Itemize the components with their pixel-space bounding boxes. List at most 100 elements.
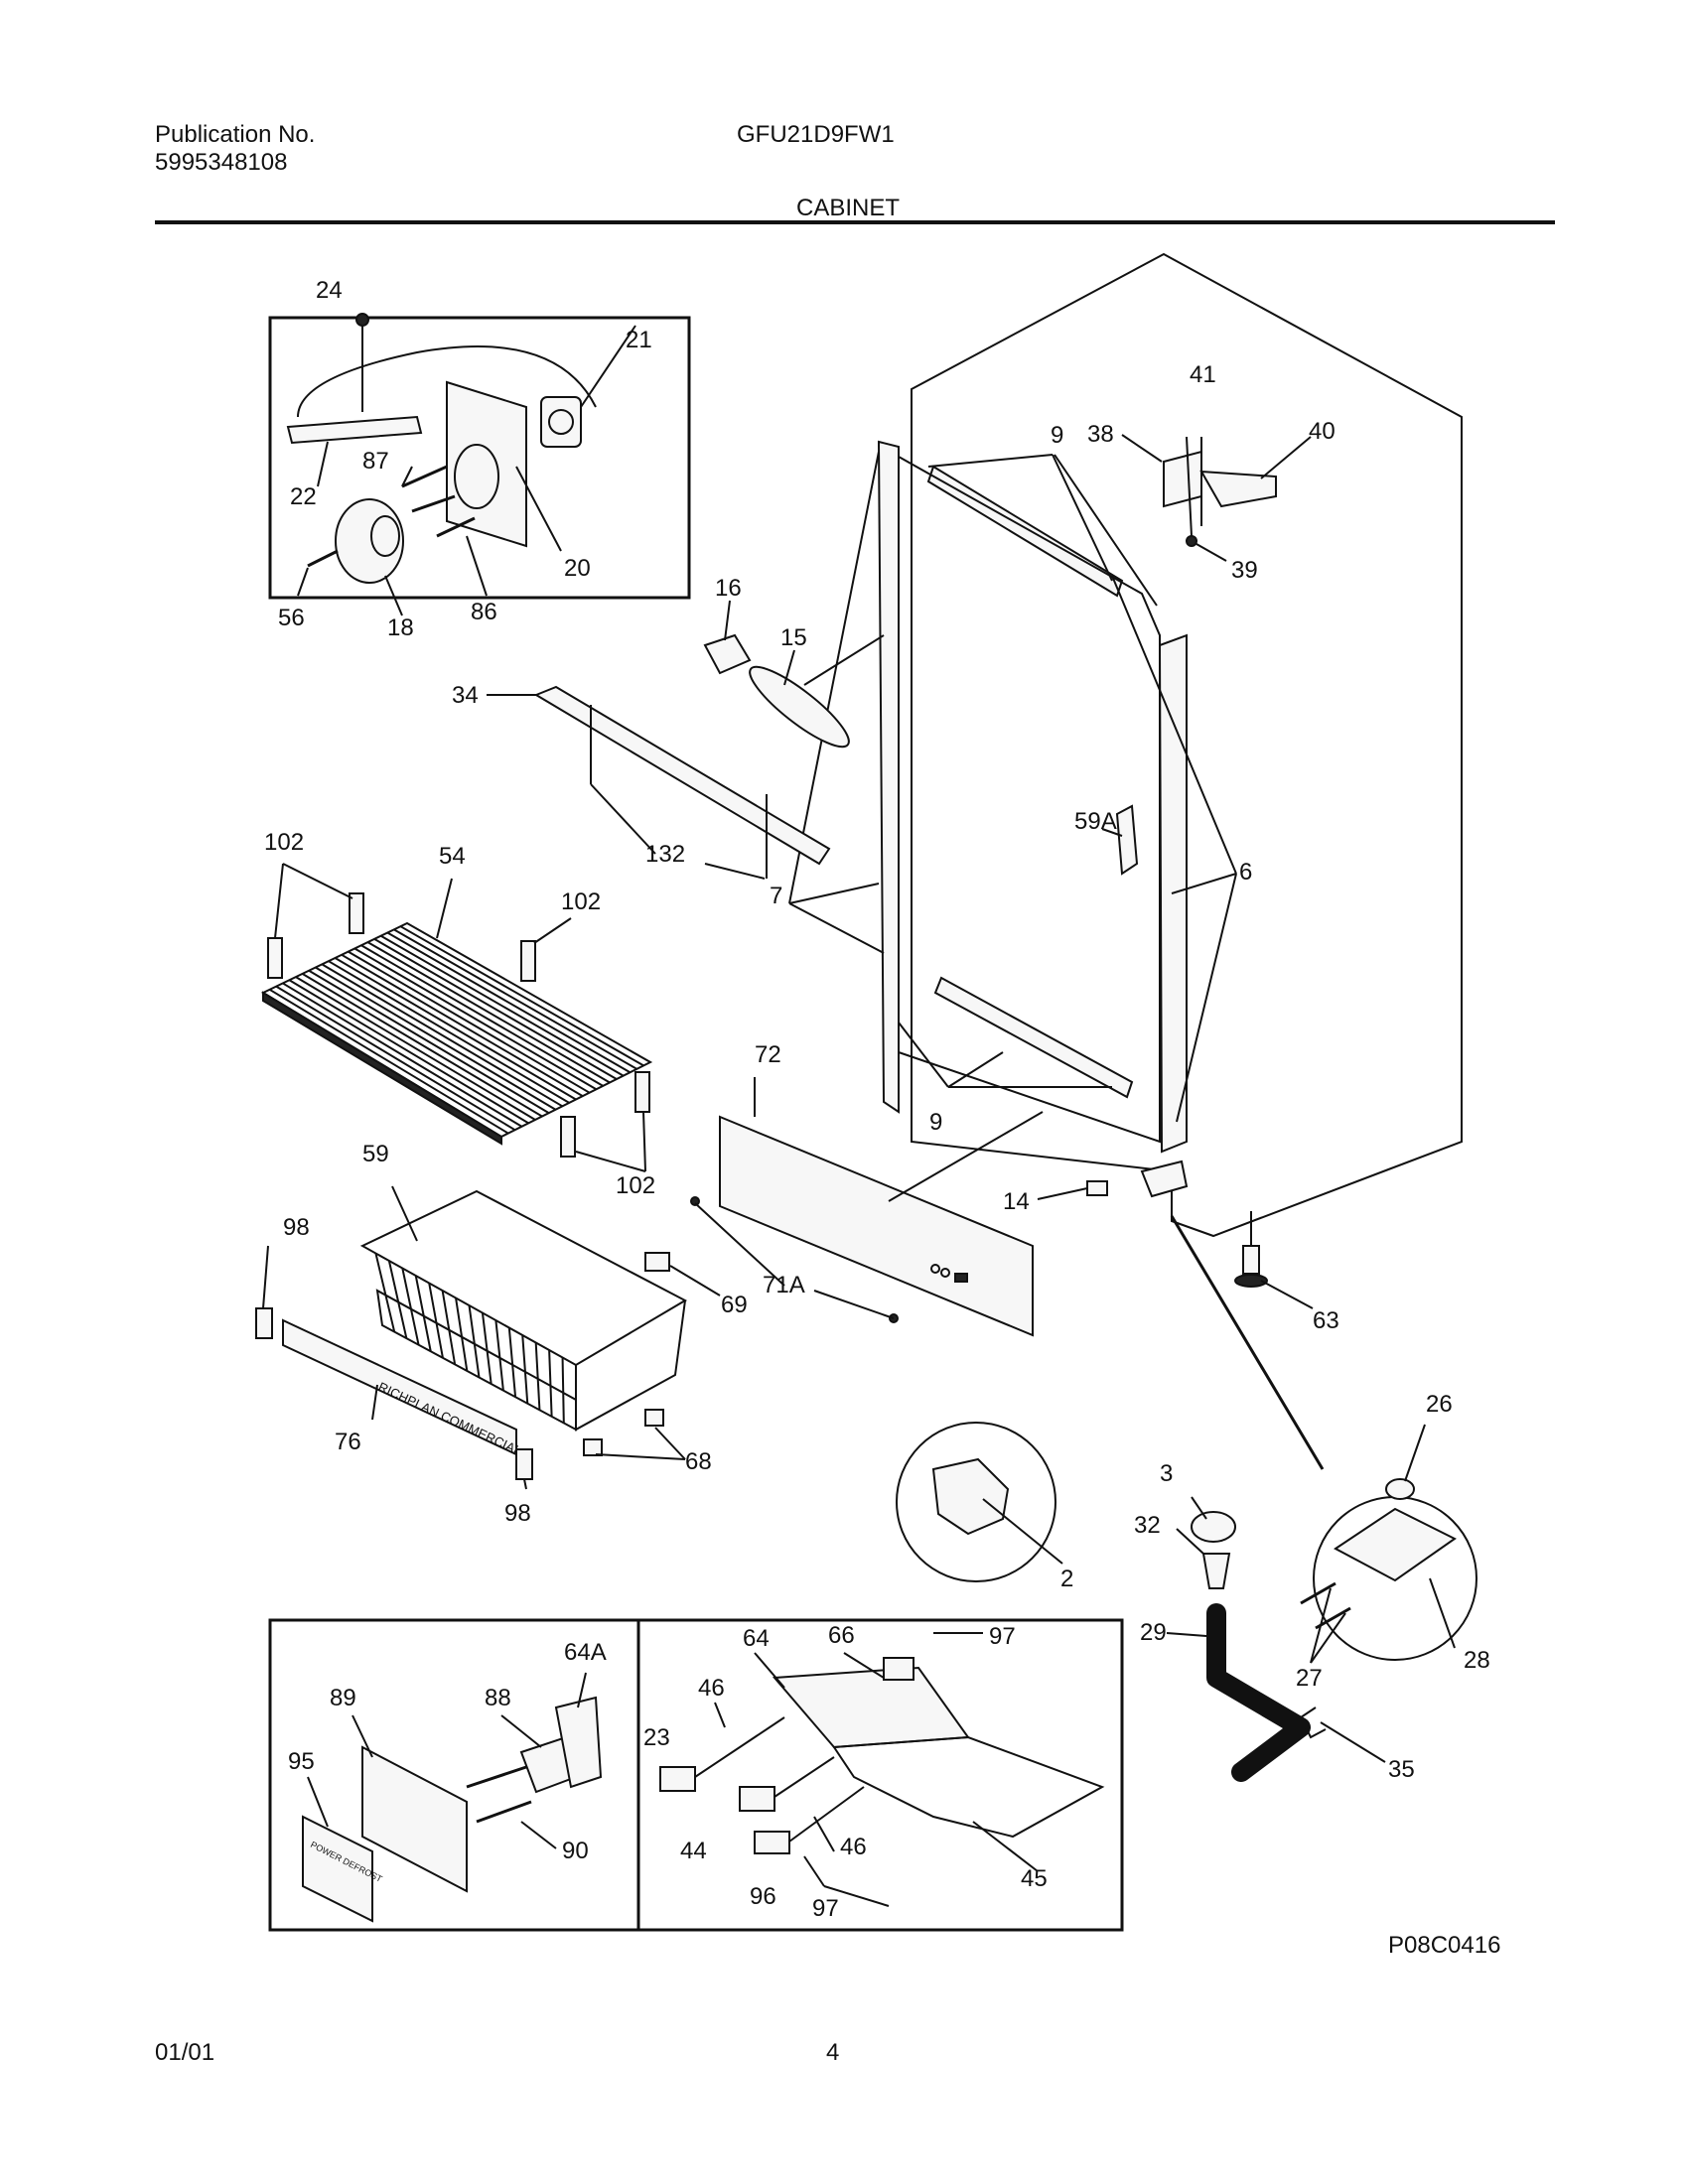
- callout-35: 35: [1388, 1756, 1415, 1783]
- page-number: 4: [826, 2039, 840, 2066]
- bottom-hinge: [1140, 1160, 1189, 1198]
- light-bulb: [749, 665, 850, 749]
- drain-assembly: [1166, 1496, 1386, 1782]
- left-breaker-strip: [877, 440, 900, 1114]
- callout-26: 26: [1426, 1391, 1453, 1418]
- sensor-bracket: [286, 415, 423, 445]
- callout-88: 88: [485, 1685, 511, 1711]
- thermostat: [540, 396, 582, 448]
- callout-2: 2: [1060, 1566, 1073, 1592]
- callout-96: 96: [750, 1883, 776, 1910]
- callout-21: 21: [626, 327, 652, 353]
- clip-59a: [1115, 804, 1139, 876]
- lock-key-shape: [931, 1457, 1010, 1536]
- callout-66: 66: [828, 1622, 855, 1649]
- callout-98-b: 98: [504, 1500, 531, 1527]
- basket-slide: [583, 1438, 603, 1456]
- callout-23: 23: [643, 1724, 670, 1751]
- callout-46-b: 46: [840, 1834, 867, 1860]
- bottom-inset-frame: [268, 1618, 1124, 1932]
- shelf-trim: [533, 685, 831, 866]
- callout-18: 18: [387, 614, 414, 641]
- callout-labels: 24 21 87 22 20 56 18 86 41 38 40 39 9 9 …: [264, 277, 1490, 1922]
- callout-54: 54: [439, 843, 466, 870]
- callout-16: 16: [715, 575, 742, 602]
- basket-handle: [255, 1307, 273, 1339]
- screw-24: [355, 313, 369, 327]
- callout-87: 87: [362, 448, 389, 475]
- callout-69: 69: [721, 1292, 748, 1318]
- hinge-plate: [1199, 470, 1277, 508]
- callout-89: 89: [330, 1685, 356, 1711]
- callout-39: 39: [1231, 557, 1258, 584]
- callout-7: 7: [770, 883, 782, 909]
- callout-34: 34: [452, 682, 479, 709]
- top-breaker-strip: [926, 465, 1124, 598]
- callout-46-a: 46: [698, 1675, 725, 1702]
- callout-59a: 59A: [1074, 808, 1117, 835]
- publication-label: Publication No.: [155, 121, 316, 148]
- drain-tube: [1206, 1603, 1311, 1782]
- shelf-support: [520, 940, 536, 982]
- light-socket: [703, 633, 752, 675]
- switch-44: [739, 1786, 775, 1812]
- basket-slide: [644, 1252, 670, 1272]
- kickplate: [690, 1077, 1044, 1337]
- callout-15: 15: [780, 624, 807, 651]
- bottom-breaker-strip: [933, 976, 1134, 1099]
- switch-66: [883, 1657, 914, 1681]
- header-rule: [155, 220, 1555, 224]
- shelf-support: [349, 892, 364, 934]
- basket-handle: [515, 1448, 533, 1480]
- control-inset: [268, 313, 691, 616]
- callout-3: 3: [1160, 1460, 1173, 1487]
- callout-102-c: 102: [616, 1172, 655, 1199]
- callout-20: 20: [564, 555, 591, 582]
- callout-86: 86: [471, 599, 497, 625]
- callout-56: 56: [278, 605, 305, 631]
- footer-date: 01/01: [155, 2039, 215, 2066]
- cabinet-outline: [911, 252, 1463, 1238]
- callout-71a: 71A: [763, 1272, 805, 1298]
- callout-64a: 64A: [564, 1639, 607, 1666]
- model-number: GFU21D9FW1: [737, 121, 895, 148]
- switch-cover: [361, 1745, 468, 1893]
- callout-9-top: 9: [1051, 422, 1063, 449]
- callout-68: 68: [685, 1448, 712, 1475]
- callout-22: 22: [290, 483, 317, 510]
- callout-102-b: 102: [561, 888, 601, 915]
- callout-90: 90: [562, 1838, 589, 1864]
- switch-bracket: [554, 1696, 603, 1789]
- callout-6: 6: [1239, 859, 1252, 886]
- callout-102-a: 102: [264, 829, 304, 856]
- callout-97-a: 97: [989, 1623, 1016, 1650]
- callout-14: 14: [1003, 1188, 1030, 1215]
- callout-29: 29: [1140, 1619, 1167, 1646]
- sensor-wire: [297, 345, 597, 418]
- callout-40: 40: [1309, 418, 1336, 445]
- control-bracket: [446, 380, 527, 548]
- callout-132: 132: [645, 841, 685, 868]
- callout-32: 32: [1134, 1512, 1161, 1539]
- cabinet-shell: [788, 252, 1463, 1470]
- callout-9-bottom: 9: [929, 1109, 942, 1136]
- switch-housing: [772, 1666, 970, 1749]
- callout-76: 76: [335, 1429, 361, 1455]
- control-knob: [335, 498, 404, 584]
- callout-98-a: 98: [283, 1214, 310, 1241]
- lock-detail-circle: [896, 1422, 1056, 1582]
- drain-funnel: [1201, 1553, 1231, 1589]
- tube-clip: [1299, 1706, 1327, 1739]
- publication-number: 5995348108: [155, 149, 288, 176]
- callout-38: 38: [1087, 421, 1114, 448]
- lock-detail: [896, 1422, 1063, 1582]
- callout-44: 44: [680, 1838, 707, 1864]
- callout-24: 24: [316, 277, 343, 304]
- light-assembly: [487, 600, 885, 880]
- hinge-bracket: [1334, 1507, 1457, 1582]
- hinge-detail: [1300, 1424, 1477, 1664]
- callout-28: 28: [1464, 1647, 1490, 1674]
- leveling-leg: [1242, 1245, 1260, 1275]
- callout-97-b: 97: [812, 1895, 839, 1922]
